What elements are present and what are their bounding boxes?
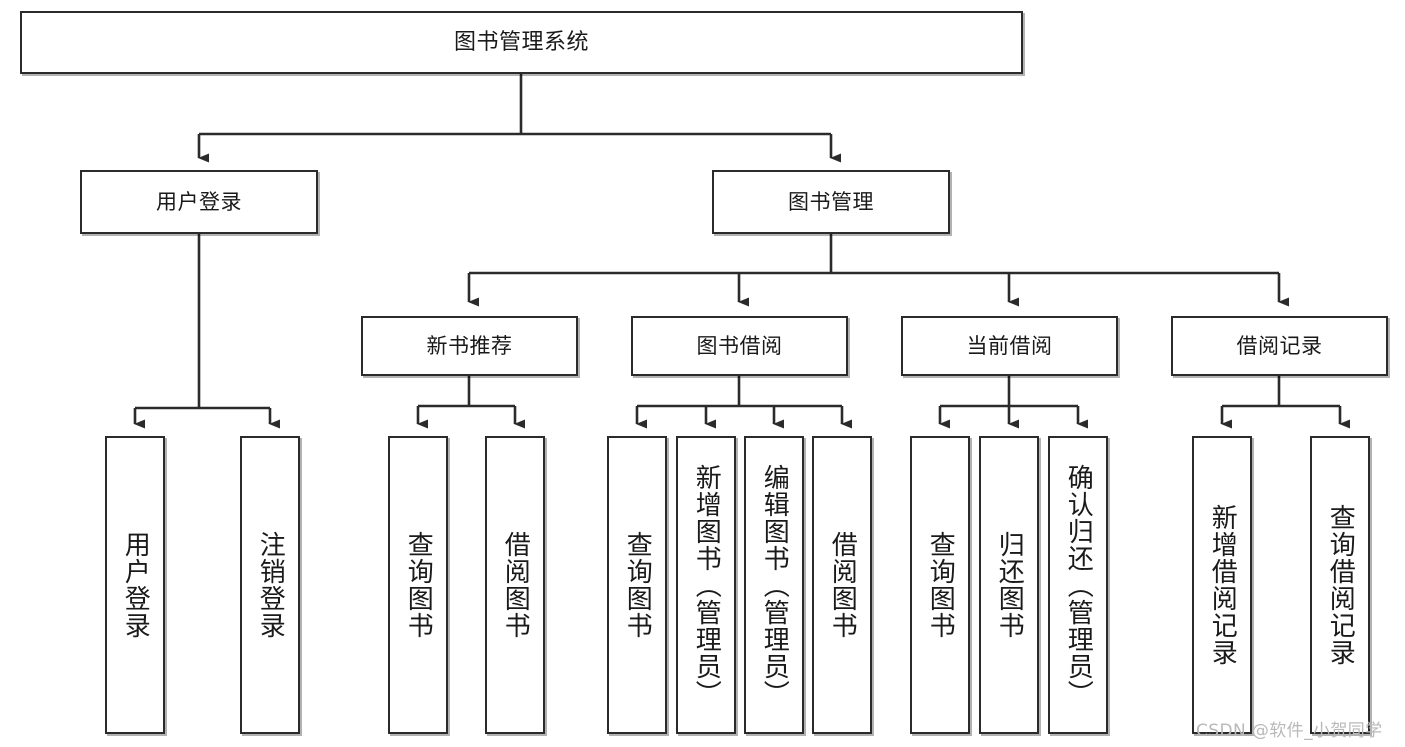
node-book-management-label: 图书管理 [788, 189, 874, 214]
leaf-current-borrow-return[interactable]: 归还图书 [979, 436, 1039, 734]
node-borrow-record[interactable]: 借阅记录 [1171, 316, 1388, 376]
leaf-borrow-record-add[interactable]: 新增借阅记录 [1192, 436, 1252, 734]
leaf-book-borrow-borrow[interactable]: 借阅图书 [812, 436, 872, 734]
node-current-borrow-label: 当前借阅 [966, 333, 1053, 358]
node-new-book-recommend-label: 新书推荐 [426, 333, 513, 358]
leaf-book-borrow-edit-label: 编辑图书（管理员） [759, 463, 790, 707]
leaf-user-login-signout[interactable]: 注销登录 [240, 436, 300, 734]
leaf-new-book-rec-query-label: 查询图书 [403, 531, 434, 639]
leaf-current-borrow-return-label: 归还图书 [994, 531, 1025, 639]
leaf-user-login-signout-label: 注销登录 [255, 531, 286, 639]
leaf-current-borrow-confirm-return[interactable]: 确认归还（管理员） [1048, 436, 1108, 734]
leaf-current-borrow-confirm-return-label: 确认归还（管理员） [1063, 463, 1094, 707]
leaf-current-borrow-query-label: 查询图书 [925, 531, 956, 639]
node-user-login-label: 用户登录 [156, 189, 242, 214]
node-book-borrow-label: 图书借阅 [696, 333, 783, 358]
leaf-book-borrow-add[interactable]: 新增图书（管理员） [676, 436, 736, 734]
leaf-book-borrow-query[interactable]: 查询图书 [607, 436, 667, 734]
leaf-new-book-rec-borrow[interactable]: 借阅图书 [485, 436, 545, 734]
node-root-label: 图书管理系统 [453, 29, 589, 55]
leaf-current-borrow-query[interactable]: 查询图书 [910, 436, 970, 734]
leaf-book-borrow-borrow-label: 借阅图书 [827, 531, 858, 639]
leaf-new-book-rec-borrow-label: 借阅图书 [500, 531, 531, 639]
leaf-book-borrow-query-label: 查询图书 [622, 531, 653, 639]
node-root-book-management-system[interactable]: 图书管理系统 [20, 11, 1023, 74]
node-book-borrow[interactable]: 图书借阅 [631, 316, 848, 376]
leaf-borrow-record-add-label: 新增借阅记录 [1207, 504, 1238, 666]
leaf-borrow-record-query-label: 查询借阅记录 [1325, 504, 1356, 666]
node-new-book-recommend[interactable]: 新书推荐 [361, 316, 578, 376]
node-current-borrow[interactable]: 当前借阅 [901, 316, 1118, 376]
node-borrow-record-label: 借阅记录 [1236, 333, 1323, 358]
leaf-book-borrow-edit[interactable]: 编辑图书（管理员） [744, 436, 804, 734]
node-book-management[interactable]: 图书管理 [712, 170, 950, 234]
leaf-borrow-record-query[interactable]: 查询借阅记录 [1310, 436, 1370, 734]
leaf-new-book-rec-query[interactable]: 查询图书 [388, 436, 448, 734]
leaf-book-borrow-add-label: 新增图书（管理员） [691, 463, 722, 707]
leaf-user-login-signin[interactable]: 用户登录 [105, 436, 165, 734]
node-user-login[interactable]: 用户登录 [80, 170, 318, 234]
leaf-user-login-signin-label: 用户登录 [120, 531, 151, 639]
